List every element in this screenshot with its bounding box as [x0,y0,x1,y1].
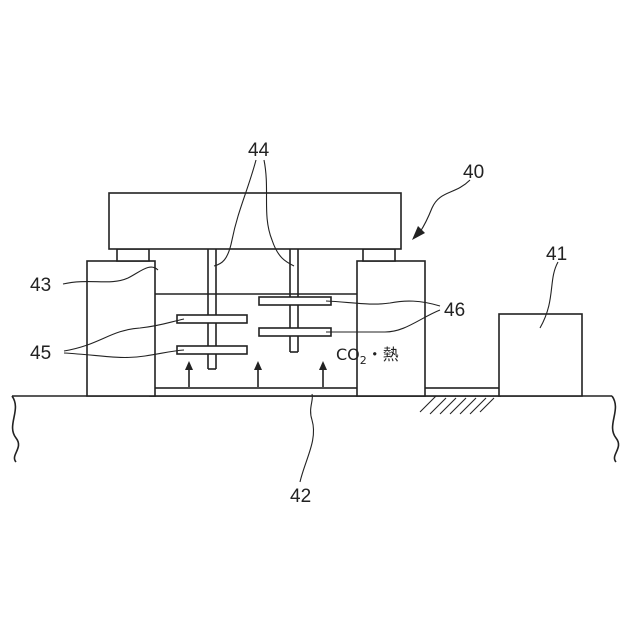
label-46: 46 [444,300,465,321]
label-42: 42 [290,486,311,507]
heat-text: ・熱 [367,345,399,364]
label-45: 45 [30,343,51,364]
base-plate [150,388,500,396]
ground [12,396,619,462]
plate-46-lower [259,328,331,336]
plate-45-upper [177,315,247,323]
label-41: 41 [546,244,567,265]
up-arrow-3 [319,361,327,387]
co2-text: CO [336,345,360,364]
ground-right-break [612,396,619,462]
right-wall [357,261,425,396]
ground-left-break [12,396,19,462]
leader-42 [300,394,314,482]
label-40: 40 [463,162,484,183]
co2-heat-annotation: CO2・熱 [336,345,399,367]
ground-hatch [420,396,494,414]
up-arrow-1 [185,361,193,387]
plate-45-lower [177,346,247,354]
co2-subscript: 2 [360,354,367,367]
top-slab [109,193,401,249]
plate-46-upper [259,297,331,305]
label-44: 44 [248,140,270,161]
label-43: 43 [30,275,51,296]
left-foot-block [117,249,149,261]
right-foot-block [363,249,395,261]
leader-40 [420,180,470,232]
up-arrow-2 [254,361,262,387]
